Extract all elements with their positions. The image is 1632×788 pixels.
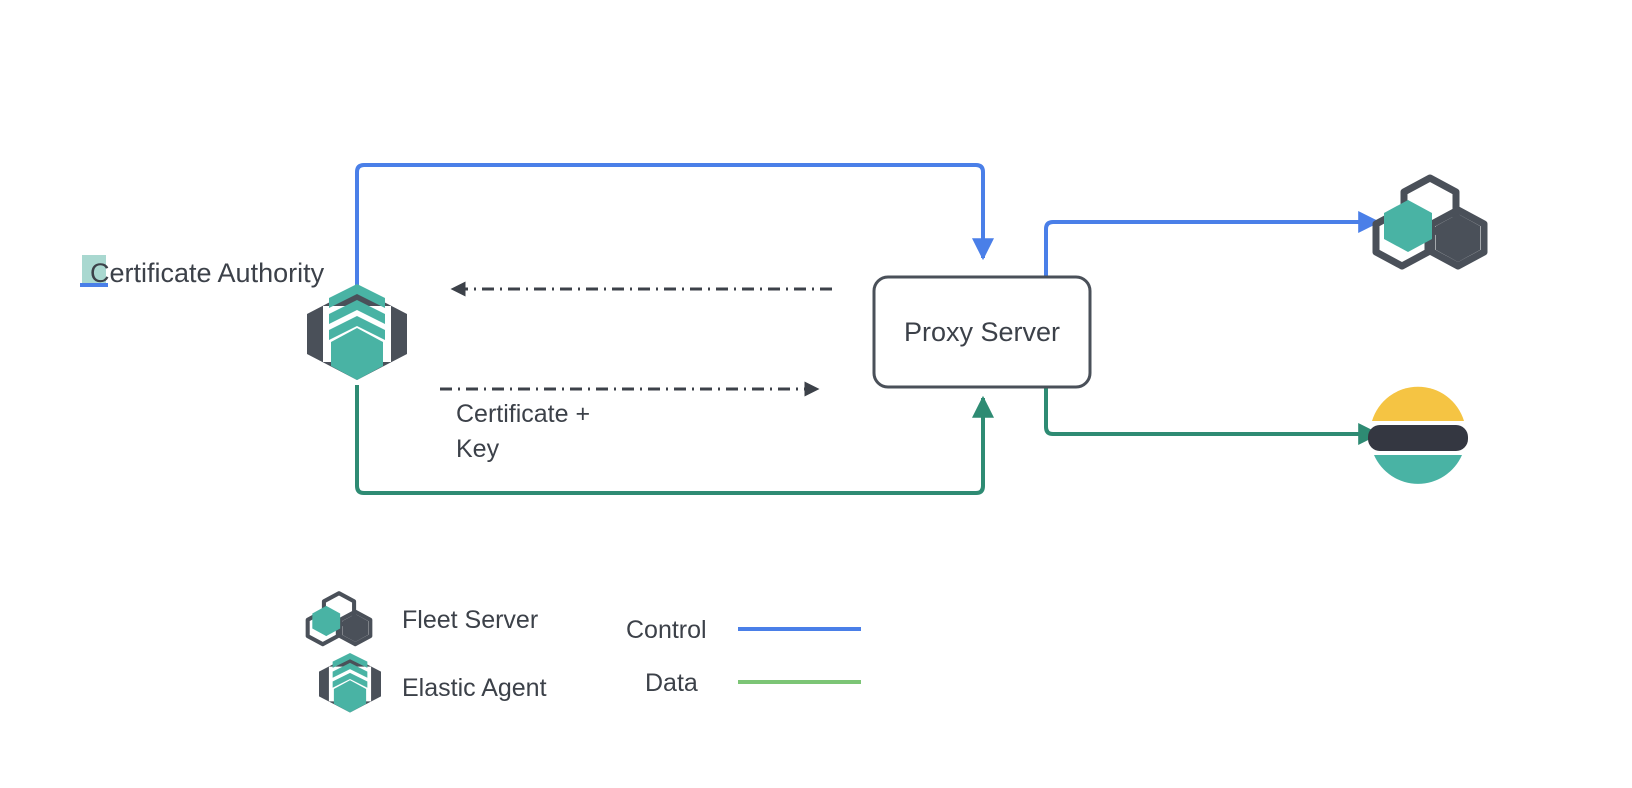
elasticsearch-icon [1368,386,1468,484]
legend: Fleet Server Elastic Agent Control Data [308,593,861,713]
certificate-key-label-group: Certificate + Key [456,400,590,463]
fleet-server-node[interactable] [1376,178,1484,266]
highlight-marker [82,255,106,285]
certificate-authority-node[interactable] [307,284,407,380]
legend-item-control: Control [626,616,861,644]
legend-label-fleet-server: Fleet Server [402,606,538,634]
legend-label-elastic-agent: Elastic Agent [402,674,547,702]
proxy-server-node[interactable]: Proxy Server [872,275,1092,389]
proxy-server-box [872,275,1092,389]
legend-item-elastic-agent: Elastic Agent [319,653,547,713]
elastic-agent-icon [307,284,407,380]
fleet-server-icon [308,593,371,644]
certificate-key-label-line2: Key [456,435,500,463]
certificate-authority-label-group: Certificate Authority [80,255,325,288]
fleet-server-icon [1376,178,1484,266]
legend-label-data: Data [645,669,698,697]
edge-control-proxy-to-fleet [1044,211,1381,277]
proxy-server-label: Proxy Server [904,317,1060,347]
certificate-authority-label: Certificate Authority [90,258,325,288]
elastic-agent-icon [319,653,381,713]
legend-item-data: Data [645,669,861,697]
edge-data-agent-to-proxy [355,385,994,495]
edge-control-agent-to-proxy [355,163,994,290]
legend-item-fleet-server: Fleet Server [308,593,538,644]
elasticsearch-node[interactable] [1368,386,1468,484]
edge-data-proxy-to-elasticsearch [1044,380,1381,445]
certificate-key-label-line1: Certificate + [456,400,590,428]
legend-label-control: Control [626,616,707,644]
highlight-underline [80,283,108,287]
